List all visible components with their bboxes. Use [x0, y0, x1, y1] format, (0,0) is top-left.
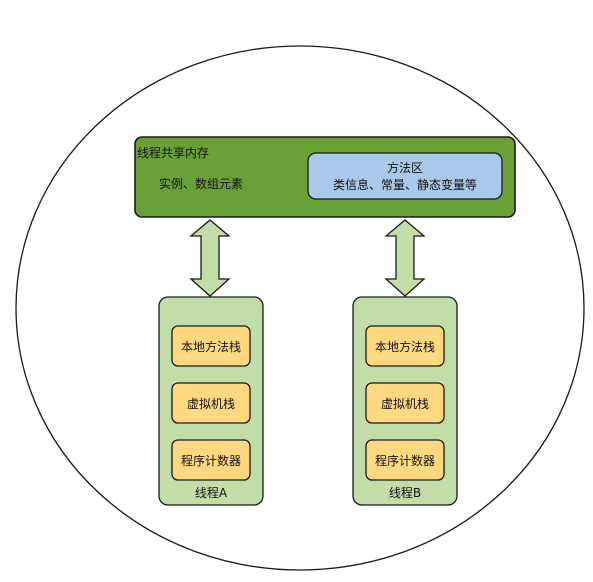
thread-a-pc-register: [171, 439, 251, 481]
thread-a-native-stack: [171, 325, 251, 367]
method-area-title: 方法区: [387, 160, 423, 175]
method-area-block: [307, 152, 503, 200]
method-area-desc: 类信息、常量、静态变量等: [333, 177, 477, 192]
double-arrow-b: [384, 219, 426, 297]
thread-b-pc-register: [365, 439, 445, 481]
thread-a-label: 线程A: [195, 485, 228, 500]
thread-b-vm-stack-label: 虚拟机栈: [381, 396, 429, 411]
thread-a-vm-stack-label: 虚拟机栈: [187, 396, 235, 411]
thread-b-native-stack-label: 本地方法栈: [375, 339, 435, 354]
thread-a-vm-stack: [171, 382, 251, 424]
double-arrow-a: [189, 219, 231, 297]
thread-a-native-stack-label: 本地方法栈: [181, 339, 241, 354]
thread-a-pc-register-label: 程序计数器: [181, 453, 241, 468]
thread-b-native-stack: [365, 325, 445, 367]
thread-b-pc-register-label: 程序计数器: [375, 453, 435, 468]
heap-text: 实例、数组元素: [159, 176, 243, 191]
thread-b-vm-stack: [365, 382, 445, 424]
thread-a: 本地方法栈 虚拟机栈 程序计数器 线程A: [158, 296, 264, 506]
thread-b: 本地方法栈 虚拟机栈 程序计数器 线程B: [352, 296, 458, 506]
outer-circle: [15, 45, 585, 571]
shared-memory-title: 线程共享内存: [137, 145, 209, 160]
thread-b-label: 线程B: [389, 485, 421, 500]
